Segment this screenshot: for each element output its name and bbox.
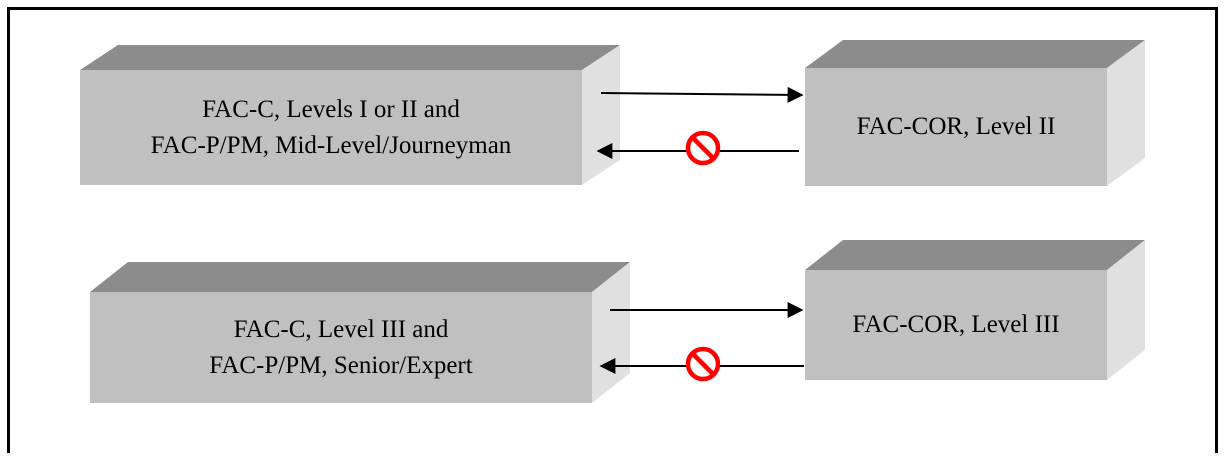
prohibited-icon bbox=[685, 346, 721, 382]
box-label-line: FAC-COR, Level III bbox=[852, 311, 1060, 338]
box-front-face bbox=[90, 292, 592, 403]
box-front-face bbox=[80, 70, 582, 185]
box-label-line: FAC-P/PM, Senior/Expert bbox=[209, 351, 473, 379]
box-front-face bbox=[805, 68, 1107, 186]
box-row2-left-label: FAC-C, Level III and FAC-P/PM, Senior/Ex… bbox=[90, 292, 592, 403]
box-label-line: FAC-C, Levels I or II and bbox=[202, 95, 460, 123]
box-row1-left-label: FAC-C, Levels I or II and FAC-P/PM, Mid-… bbox=[80, 70, 582, 185]
prohibited-icon bbox=[685, 130, 721, 166]
box-row1-right-label: FAC-COR, Level II bbox=[805, 68, 1107, 186]
box-row1-right bbox=[805, 40, 1145, 186]
box-side-face bbox=[1107, 40, 1145, 186]
diagram-frame bbox=[7, 7, 1218, 453]
box-label-line: FAC-P/PM, Mid-Level/Journeyman bbox=[150, 131, 512, 159]
box-top-face bbox=[805, 240, 1145, 270]
box-top-face bbox=[90, 262, 630, 292]
box-row2-right bbox=[805, 240, 1145, 380]
arrow-right-icon bbox=[600, 86, 804, 103]
box-front-face bbox=[805, 270, 1107, 380]
box-row2-right-label: FAC-COR, Level III bbox=[805, 270, 1107, 380]
box-label-line: FAC-C, Level III and bbox=[233, 315, 449, 343]
box-side-face bbox=[1107, 240, 1145, 380]
box-top-face bbox=[80, 45, 620, 70]
box-top-face bbox=[805, 40, 1145, 68]
box-row1-left bbox=[80, 45, 620, 185]
box-label-line: FAC-COR, Level II bbox=[856, 113, 1056, 140]
